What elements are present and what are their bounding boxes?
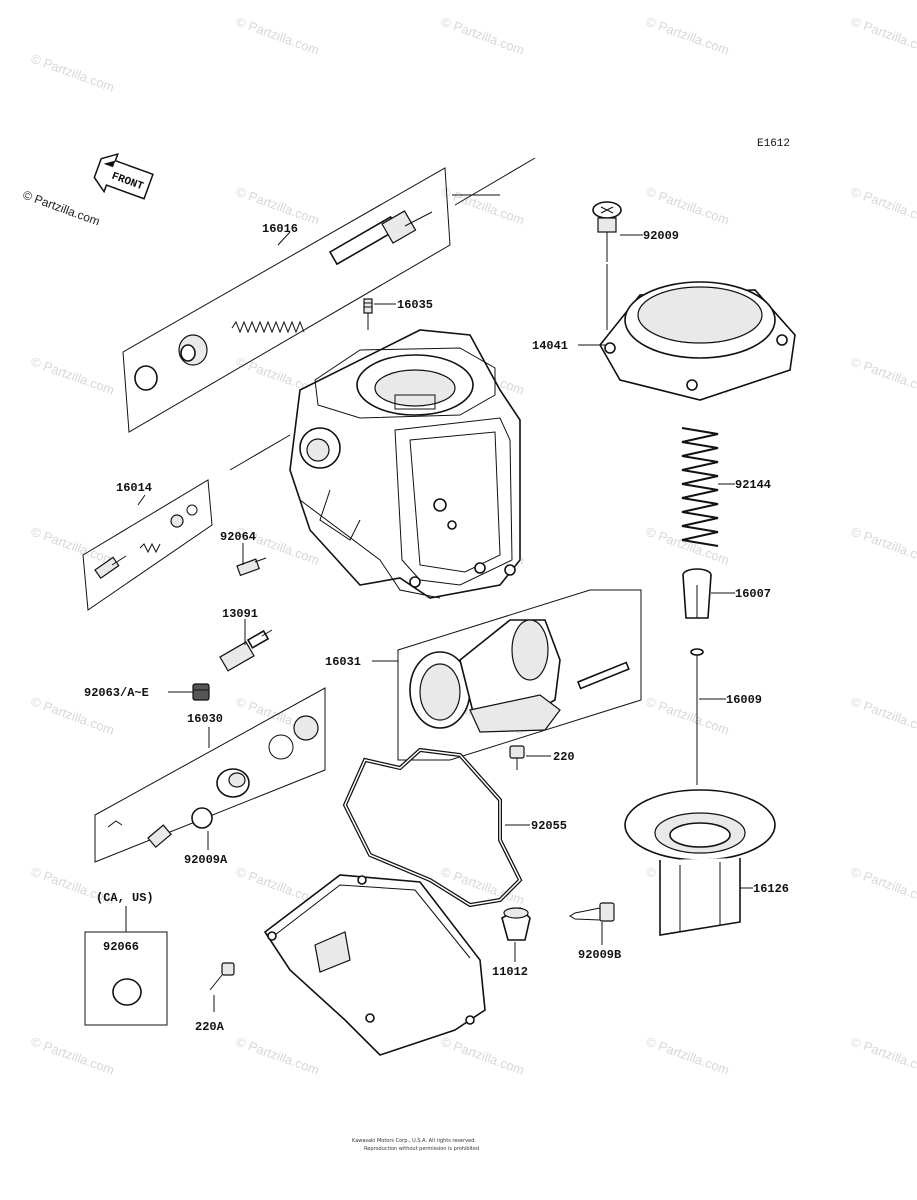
part-label-220: 220: [553, 750, 575, 764]
watermark: © Partzilla.com: [849, 524, 917, 568]
part-label-16031: 16031: [325, 655, 361, 669]
carburetor-body: [289, 329, 521, 599]
part-label-92055: 92055: [531, 819, 567, 833]
watermark: © Partzilla.com: [29, 694, 116, 738]
leader-line: [137, 494, 146, 506]
part-label-16126: 16126: [753, 882, 789, 896]
part-label-16009: 16009: [726, 693, 762, 707]
part-16030-kit: [94, 687, 326, 863]
part-label-220A: 220A: [195, 1020, 225, 1034]
copyright-line-1: Kawasaki Motors Corp., U.S.A. All rights…: [352, 1138, 476, 1144]
watermark: © Partzilla.com: [439, 184, 526, 228]
watermark: © Partzilla.com: [849, 1034, 917, 1078]
part-16014-kit: [82, 479, 213, 611]
part-92144-spring: [681, 427, 719, 547]
part-92009-screw: [592, 201, 622, 262]
copyright-line-2: Reproduction without permission is prohi…: [364, 1146, 479, 1152]
part-16007-holder: [682, 568, 712, 619]
part-label-92144: 92144: [735, 478, 771, 492]
watermark: © Partzilla.com: [29, 1034, 116, 1078]
part-label-92009B: 92009B: [578, 948, 621, 962]
watermark: © Partzilla.com: [439, 1034, 526, 1078]
float-bowl: [263, 874, 486, 1056]
region-label: (CA, US): [96, 891, 154, 905]
part-11012-cap: [501, 907, 531, 941]
part-92063-jet: [192, 683, 210, 701]
leader-line: [277, 231, 291, 246]
part-label-92064: 92064: [220, 530, 256, 544]
part-label-16007: 16007: [735, 587, 771, 601]
part-92064-screw: [236, 557, 267, 577]
watermark: © Partzilla.com: [29, 354, 116, 398]
diagram-code: E1612: [757, 138, 790, 150]
part-92066-box: [84, 931, 168, 1026]
part-label-13091: 13091: [222, 607, 258, 621]
watermark: © Partzilla.com: [29, 51, 116, 95]
part-16035-jet: [363, 298, 373, 330]
part-label-16035: 16035: [397, 298, 433, 312]
part-16031-slide-box: [397, 589, 642, 761]
watermark: © Partzilla.com: [29, 524, 116, 568]
leader-line: [229, 434, 291, 471]
watermark: © Partzilla.com: [849, 864, 917, 908]
watermark: © Partzilla.com: [849, 354, 917, 398]
watermark: © Partzilla.com: [234, 14, 321, 58]
watermark: © Partzilla.com: [439, 14, 526, 58]
part-16016-kit: [122, 167, 451, 433]
part-220A-screw: [209, 962, 235, 991]
watermark: © Partzilla.com: [644, 1034, 731, 1078]
watermark: © Partzilla.com: [234, 1034, 321, 1078]
watermark: © Partzilla.com: [644, 14, 731, 58]
part-label-16014: 16014: [116, 481, 152, 495]
part-14041-cover: [599, 281, 796, 401]
watermark: © Partzilla.com: [849, 694, 917, 738]
part-92009B-screw: [569, 902, 615, 922]
watermark: © Partzilla.com: [644, 524, 731, 568]
part-16009-needle: [690, 648, 704, 785]
part-label-16030: 16030: [187, 712, 223, 726]
part-16126-diaphragm: [624, 789, 776, 936]
part-13091-needle: [219, 629, 273, 672]
part-label-92009: 92009: [643, 229, 679, 243]
watermark: © Partzilla.com: [644, 184, 731, 228]
leader-line: [454, 157, 536, 206]
part-label-14041: 14041: [532, 339, 568, 353]
partzilla-stamp: © Partzilla.com: [21, 188, 102, 229]
part-label-16016: 16016: [262, 222, 298, 236]
part-label-11012: 11012: [492, 965, 528, 979]
part-220-screw: [509, 745, 525, 770]
part-label-92063: 92063/A~E: [84, 686, 149, 700]
part-label-92009A: 92009A: [184, 853, 228, 867]
part-92066-plug: [112, 978, 142, 1006]
watermark: © Partzilla.com: [849, 14, 917, 58]
front-arrow-icon: FRONT: [93, 152, 154, 200]
part-label-92066: 92066: [103, 940, 139, 954]
watermark: © Partzilla.com: [849, 184, 917, 228]
watermark: © Partzilla.com: [644, 694, 731, 738]
